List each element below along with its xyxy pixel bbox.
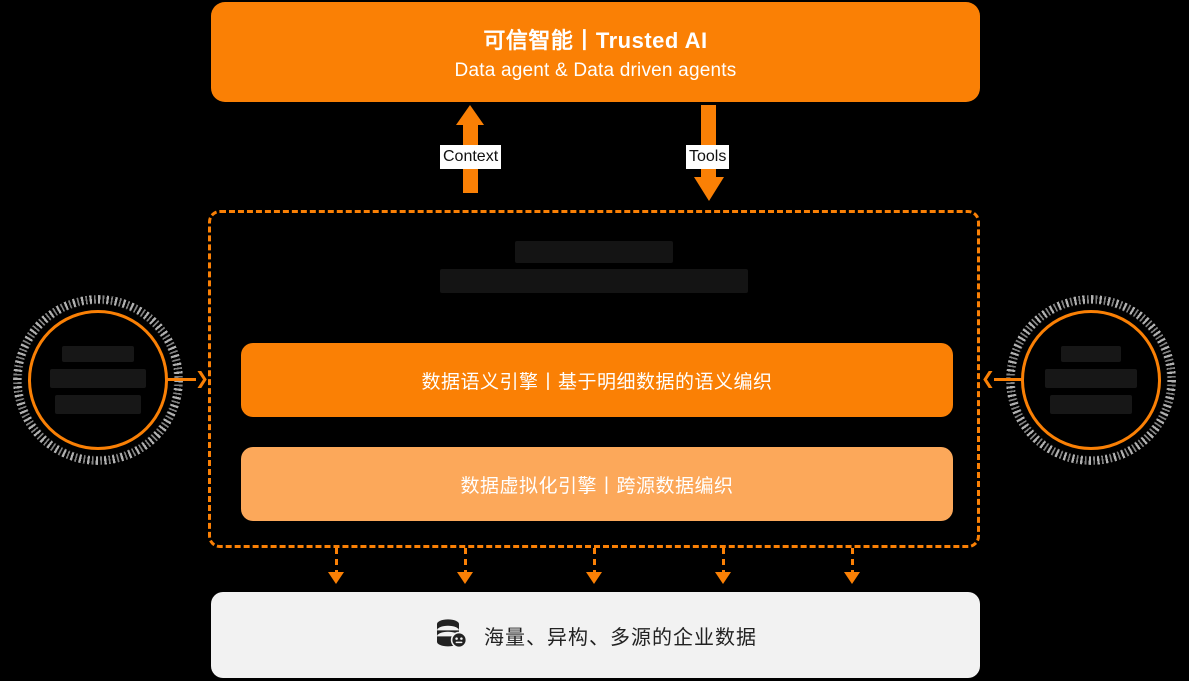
semantic-engine-bar[interactable]: 数据语义引擎丨基于明细数据的语义编织 xyxy=(241,343,953,417)
drop-arrow-head xyxy=(715,572,731,584)
drop-arrow-line xyxy=(722,548,725,576)
drop-arrow-head xyxy=(844,572,860,584)
badge-content xyxy=(1021,310,1161,450)
context-label: Context xyxy=(440,145,502,169)
banner-subtitle: Data agent & Data driven agents xyxy=(454,59,737,81)
chevron-right-icon[interactable]: ❯ xyxy=(194,368,210,388)
badge-content xyxy=(28,310,168,450)
drop-arrow-line xyxy=(464,548,467,576)
redacted-badge-line xyxy=(1061,346,1121,362)
virtualization-engine-label: 数据虚拟化引擎丨跨源数据编织 xyxy=(460,475,734,497)
core-platform-container: 数据语义引擎丨基于明细数据的语义编织 数据虚拟化引擎丨跨源数据编织 xyxy=(208,210,980,548)
redacted-title-line xyxy=(515,241,673,263)
right-capability-badge[interactable] xyxy=(1006,295,1176,465)
drop-arrow-head xyxy=(586,572,602,584)
semantic-engine-label: 数据语义引擎丨基于明细数据的语义编织 xyxy=(421,371,773,393)
core-title xyxy=(211,241,977,293)
left-capability-badge[interactable] xyxy=(13,295,183,465)
chevron-left-icon[interactable]: ❮ xyxy=(980,368,996,388)
drop-arrow-head xyxy=(457,572,473,584)
redacted-badge-line xyxy=(50,369,146,388)
enterprise-data-bar: 海量、异构、多源的企业数据 xyxy=(211,592,980,678)
trusted-ai-banner: 可信智能丨Trusted AI Data agent & Data driven… xyxy=(211,2,980,102)
tools-label: Tools xyxy=(686,145,730,169)
redacted-badge-line xyxy=(1045,369,1137,388)
banner-title: 可信智能丨Trusted AI xyxy=(483,27,708,53)
left-badge-connector xyxy=(166,378,196,381)
drop-arrow-head xyxy=(328,572,344,584)
redacted-badge-line xyxy=(62,346,134,362)
enterprise-data-label: 海量、异构、多源的企业数据 xyxy=(484,626,757,649)
virtualization-engine-bar[interactable]: 数据虚拟化引擎丨跨源数据编织 xyxy=(241,447,953,521)
redacted-title-line xyxy=(440,269,748,293)
redacted-badge-line xyxy=(55,395,141,414)
drop-arrow-line xyxy=(335,548,338,576)
database-icon xyxy=(434,617,468,654)
right-badge-connector xyxy=(994,378,1024,381)
drop-arrow-line xyxy=(851,548,854,576)
redacted-badge-line xyxy=(1050,395,1132,414)
drop-arrow-line xyxy=(593,548,596,576)
connector-band: Context Tools xyxy=(0,102,1189,281)
